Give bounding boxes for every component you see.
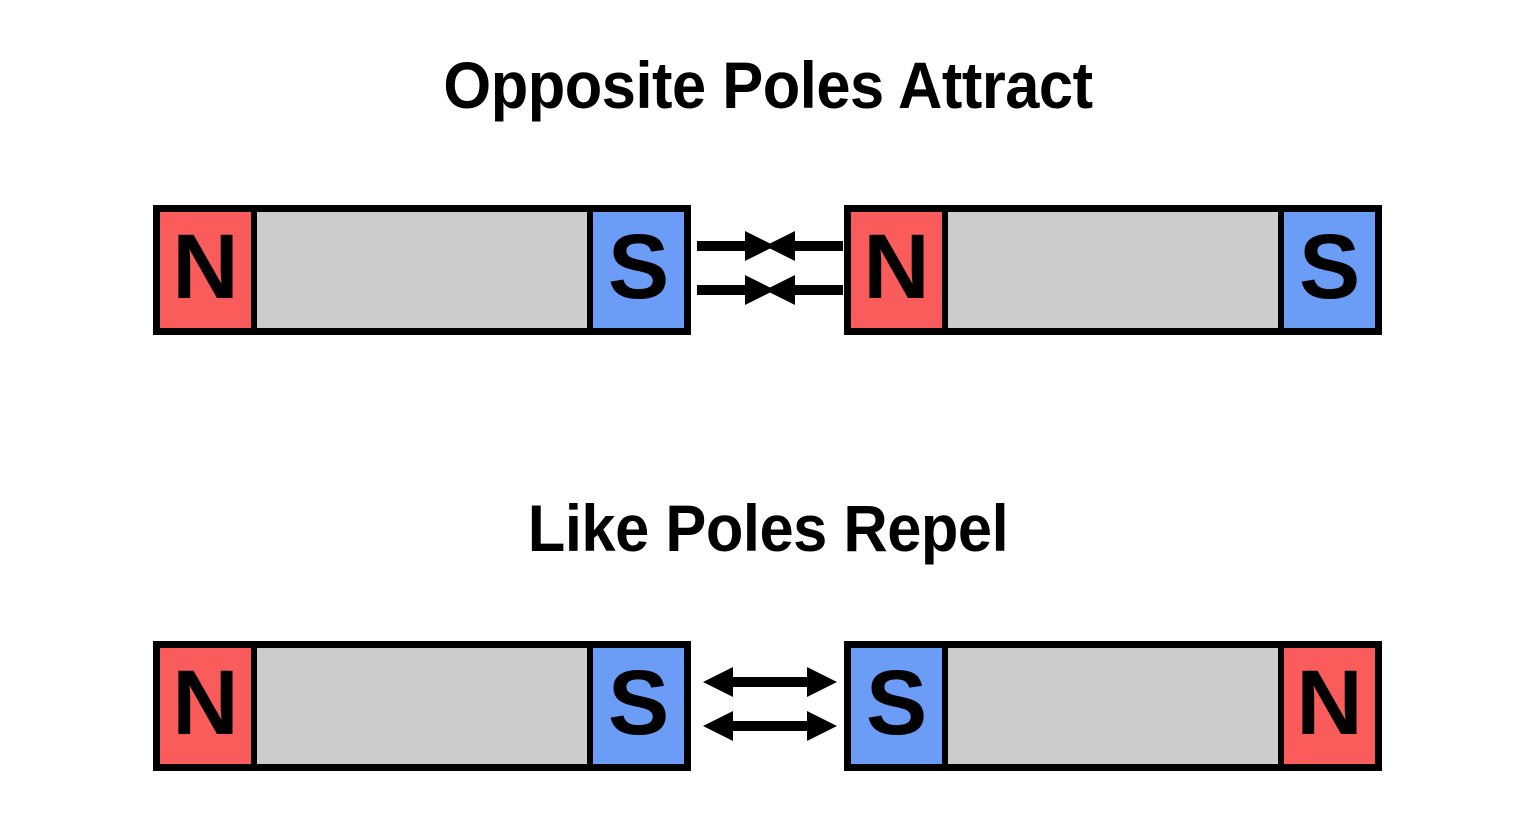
attract-arrow-pair-lower [697, 275, 843, 305]
repel-magnet-left: N S [153, 641, 691, 771]
attract-magnet-right-south-pole: S [1278, 212, 1375, 328]
pole-label-s: S [607, 216, 670, 318]
attract-force-arrows [695, 205, 845, 335]
repel-section-title: Like Poles Repel [527, 491, 1009, 565]
pole-label-s: S [865, 652, 928, 754]
repel-magnet-right-north-pole: N [1278, 648, 1375, 764]
attract-magnet-right: N S [844, 205, 1382, 335]
pole-label-n: N [1296, 652, 1363, 754]
repel-magnet-left-south-pole: S [587, 648, 684, 764]
attract-arrows-svg [697, 231, 843, 305]
pole-label-s: S [607, 652, 670, 754]
repel-arrows-svg [703, 667, 837, 741]
attract-magnet-left-north-pole: N [160, 212, 257, 328]
repel-magnet-right-body [948, 648, 1278, 764]
attract-magnet-right-body [948, 212, 1278, 328]
repel-arrow-upper [703, 667, 837, 697]
attract-magnet-right-north-pole: N [851, 212, 948, 328]
pole-label-s: S [1298, 216, 1361, 318]
pole-label-n: N [172, 216, 239, 318]
repel-force-arrows [695, 641, 845, 771]
attract-arrow-pair-upper [697, 231, 843, 261]
pole-label-n: N [863, 216, 930, 318]
repel-magnet-left-body [257, 648, 587, 764]
pole-label-n: N [172, 652, 239, 754]
attract-magnet-left-south-pole: S [587, 212, 684, 328]
repel-arrow-lower [703, 711, 837, 741]
repel-magnet-left-north-pole: N [160, 648, 257, 764]
attract-magnet-left-body [257, 212, 587, 328]
repel-magnet-right-south-pole: S [851, 648, 948, 764]
attract-magnet-left: N S [153, 205, 691, 335]
repel-magnet-right: S N [844, 641, 1382, 771]
attract-section-title: Opposite Poles Attract [443, 48, 1093, 122]
